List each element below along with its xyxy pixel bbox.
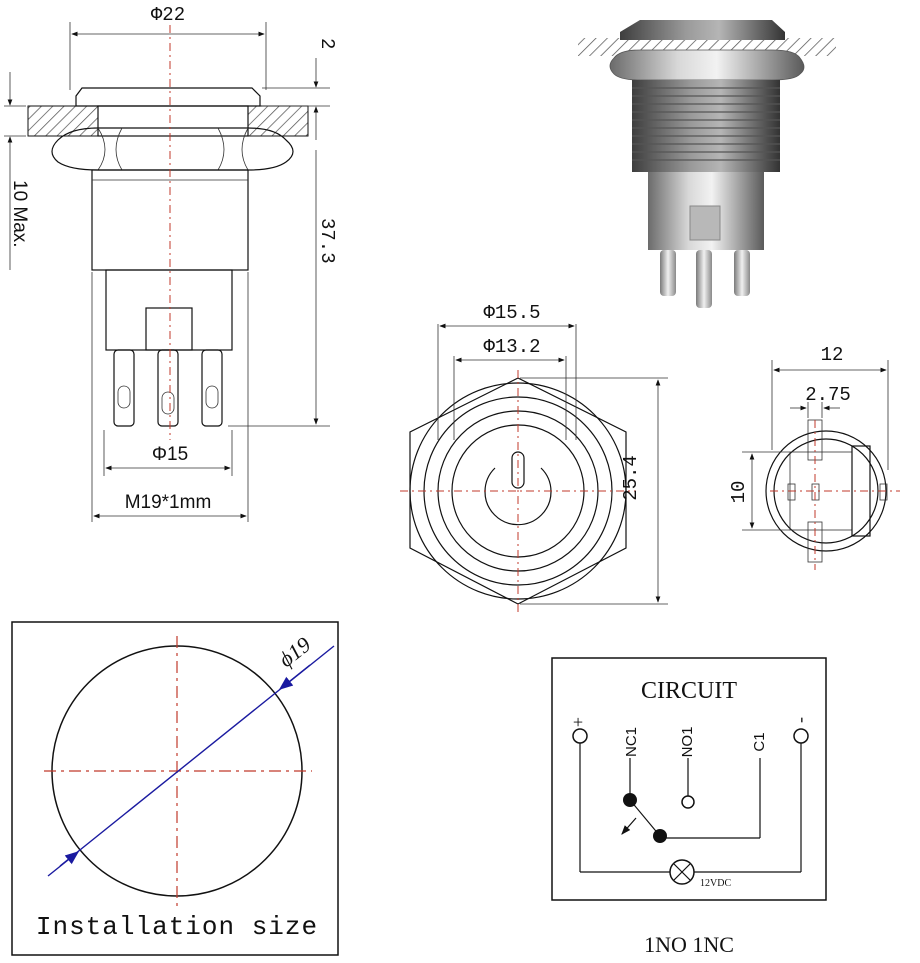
dim-thread: M19*1mm xyxy=(125,492,212,513)
panel-right xyxy=(247,105,309,137)
product-render xyxy=(578,20,836,308)
nut xyxy=(51,127,294,171)
side-view: Φ22 2 37.3 10 Max. Φ15 M19*1mm xyxy=(4,4,338,522)
lamp-voltage: 12VDC xyxy=(700,878,731,889)
power-symbol xyxy=(484,467,552,526)
installation-caption: Installation size xyxy=(36,912,318,942)
dim-height: 37.3 xyxy=(316,218,338,264)
dim-outer-diameter: Φ15.5 xyxy=(483,302,540,324)
circuit-frame xyxy=(551,657,827,901)
terminal-minus-circle xyxy=(793,728,809,744)
terminal-nc1: NC1 xyxy=(623,727,640,757)
flange xyxy=(75,87,261,107)
front-view: Φ15.5 Φ13.2 25.4 xyxy=(400,302,668,612)
dim-panel-max: 10 Max. xyxy=(9,180,30,248)
dim-flange-thickness: 2 xyxy=(316,38,338,49)
panel-left xyxy=(27,105,99,137)
installation-frame xyxy=(11,621,339,956)
circuit-panel: CIRCUIT + NC1 NO1 C1 - 12VDC 1NO 1NC xyxy=(551,657,827,957)
dim-hex-size: 25.4 xyxy=(620,455,642,501)
terminal-minus: - xyxy=(790,717,810,723)
dim-diameter-top: Φ22 xyxy=(151,4,185,26)
dim-pin-row: 10 xyxy=(728,481,750,504)
terminal-no1: NO1 xyxy=(679,727,696,758)
circuit-title: CIRCUIT xyxy=(641,678,737,704)
circuit-caption: 1NO 1NC xyxy=(644,932,734,957)
dim-diameter-pins: Φ15 xyxy=(152,444,188,465)
terminal-plus-circle xyxy=(572,728,588,744)
contact-no1 xyxy=(681,795,695,809)
dim-pin-spacing: 2.75 xyxy=(805,384,851,406)
dim-rear-width: 12 xyxy=(821,344,844,366)
installation-panel: ϕ19 Installation size xyxy=(11,621,339,956)
side-pins xyxy=(113,349,223,427)
terminal-c1: C1 xyxy=(751,732,768,751)
rear-view: 12 2.75 10 xyxy=(728,344,900,570)
switch-arrow xyxy=(621,817,637,835)
rear-pin-large xyxy=(851,445,871,537)
terminal-plus: + xyxy=(568,717,588,727)
dim-inner-diameter: Φ13.2 xyxy=(483,336,540,358)
